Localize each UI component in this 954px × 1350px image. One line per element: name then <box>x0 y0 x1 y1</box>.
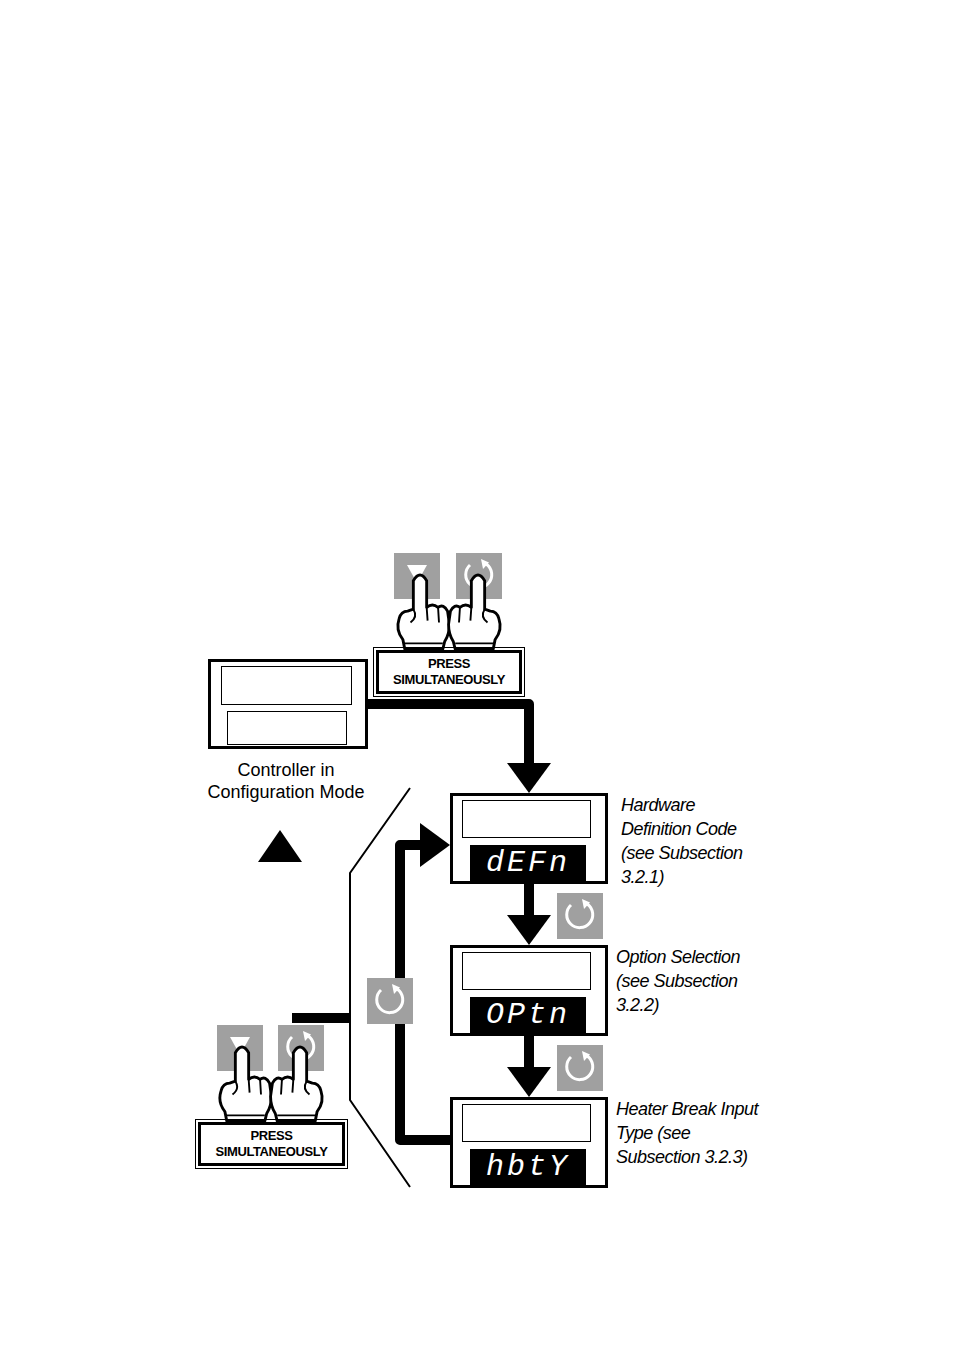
flow-line <box>368 704 529 765</box>
display-code: dEFn <box>486 846 570 880</box>
display-code: hbtY <box>486 1150 570 1184</box>
led-display: OPtn <box>470 997 586 1033</box>
arrow-head <box>507 915 551 945</box>
parameter-note: Hardware Definition Code (see Subsection… <box>621 793 766 889</box>
arrow-head <box>507 1067 551 1097</box>
flow-line <box>524 884 534 917</box>
display-window <box>221 666 352 705</box>
return-arrow <box>292 1013 350 1023</box>
led-display: dEFn <box>470 845 586 881</box>
controller-box: Controller in Configuration Mode <box>208 659 368 749</box>
display-box: hbtYHeater Break Input Type (see Subsect… <box>450 1097 608 1188</box>
led-display: hbtY <box>470 1149 586 1185</box>
pressing-hand <box>449 575 501 649</box>
flow-arrow <box>368 704 551 793</box>
flow-arrow <box>507 1036 551 1097</box>
display-box: OPtnOption Selection (see Subsection 3.2… <box>450 945 608 1036</box>
pressing-hand <box>398 575 450 649</box>
instruction-text: PRESS SIMULTANEOUSLY <box>381 656 517 688</box>
instruction-box: PRESS SIMULTANEOUSLY <box>376 650 522 694</box>
display-code: OPtn <box>486 998 570 1032</box>
scroll-icon <box>367 978 413 1024</box>
display-window <box>227 711 347 745</box>
arrow-head <box>420 823 450 867</box>
pressing-hand <box>271 1047 323 1121</box>
arrow-head <box>258 830 302 862</box>
scroll-icon <box>557 893 603 939</box>
pressing-hand <box>220 1047 272 1121</box>
flow-arrow <box>507 884 551 945</box>
scroll-icon <box>557 1045 603 1091</box>
parameter-note: Heater Break Input Type (see Subsection … <box>616 1097 761 1169</box>
display-box: dEFnHardware Definition Code (see Subsec… <box>450 793 608 884</box>
instruction-text: PRESS SIMULTANEOUSLY <box>203 1128 340 1160</box>
display-window <box>462 800 591 838</box>
arrow-head <box>507 763 551 793</box>
parameter-note: Option Selection (see Subsection 3.2.2) <box>616 945 756 1017</box>
display-window <box>462 952 591 990</box>
instruction-box: PRESS SIMULTANEOUSLY <box>198 1122 345 1166</box>
mode-label: Controller in Configuration Mode <box>206 759 366 803</box>
display-window <box>462 1104 591 1142</box>
flow-line <box>524 1036 534 1069</box>
